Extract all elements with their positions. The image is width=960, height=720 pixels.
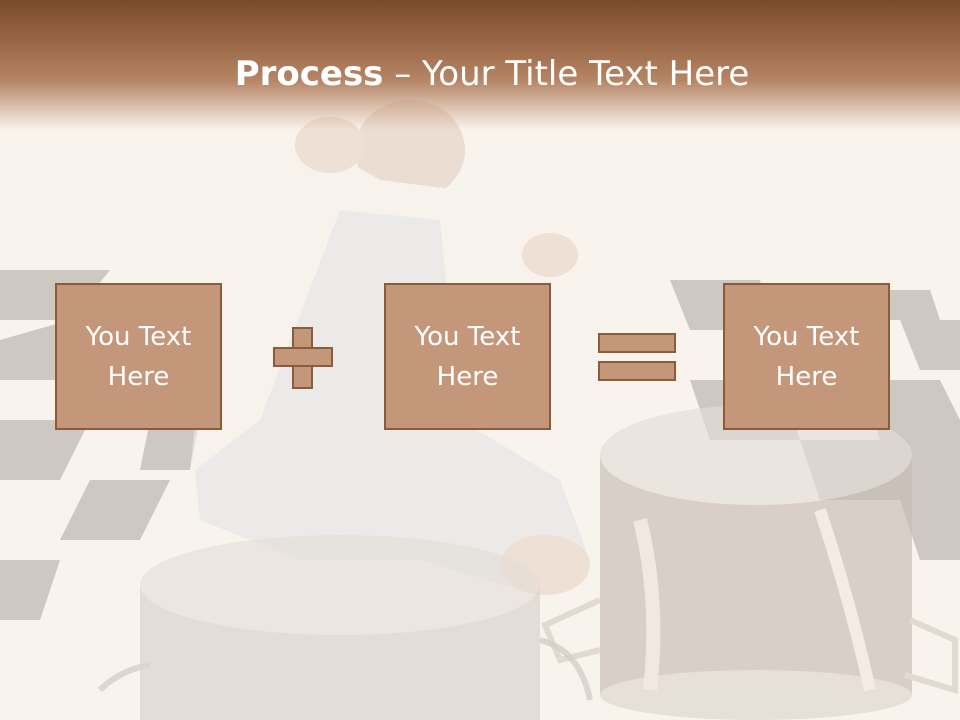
process-box-3[interactable]: You Text Here	[723, 283, 890, 430]
process-box-2[interactable]: You Text Here	[384, 283, 551, 430]
title-rest: – Your Title Text Here	[383, 54, 750, 94]
process-box-3-label: You Text Here	[753, 321, 860, 392]
equals-icon	[598, 333, 676, 353]
process-box-2-label: You Text Here	[414, 321, 521, 392]
process-box-1-label: You Text Here	[85, 321, 192, 392]
plus-icon-center	[294, 349, 311, 365]
title-band	[0, 0, 960, 130]
title-bold: Process	[234, 54, 384, 94]
process-box-1[interactable]: You Text Here	[55, 283, 222, 430]
equals-icon-bottom	[598, 361, 676, 381]
slide-title[interactable]: Process – Your Title Text Here	[0, 52, 960, 96]
